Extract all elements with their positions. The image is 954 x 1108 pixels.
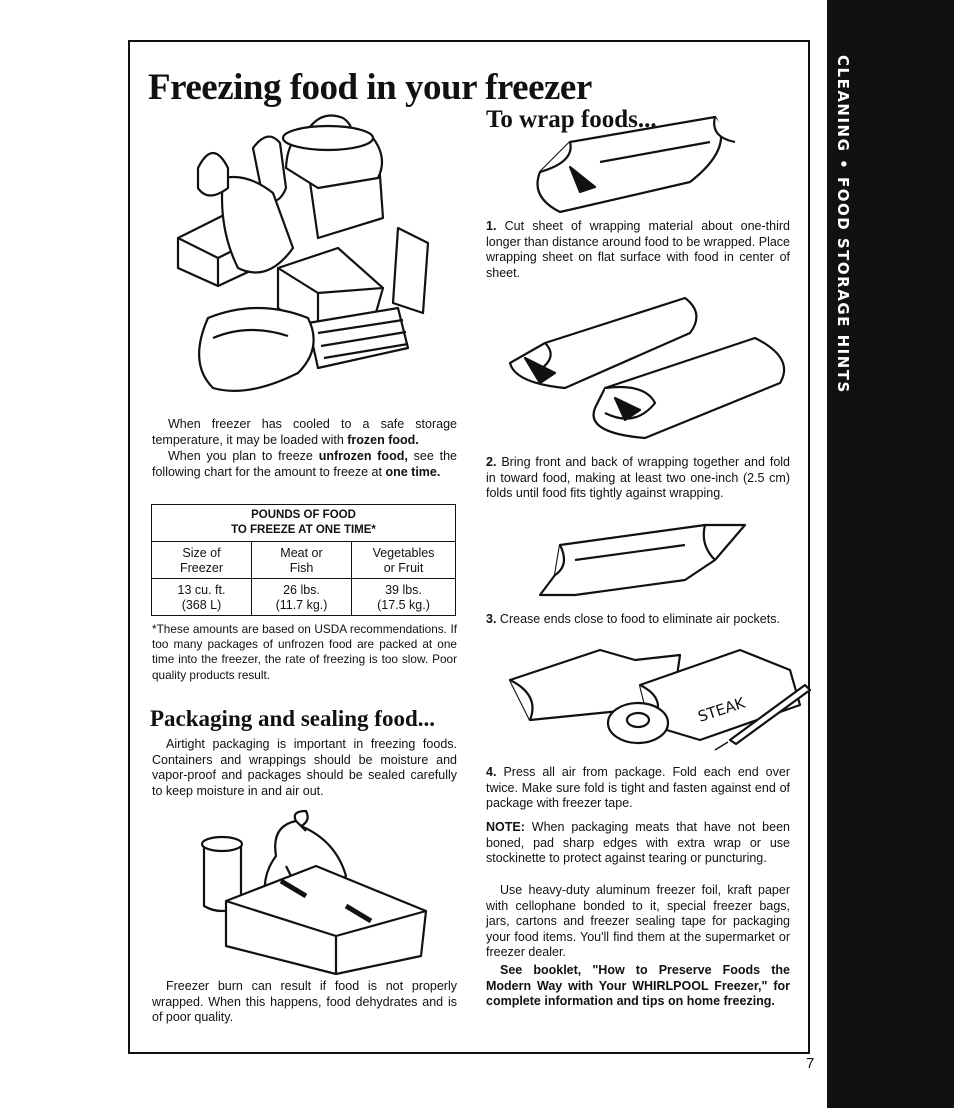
step-3-text: Crease ends close to food to eliminate a… [499, 612, 780, 626]
intro-paragraph-1: When freezer has cooled to a safe storag… [152, 417, 457, 448]
side-tab [827, 0, 954, 1108]
freeze-amount-table: POUNDS OF FOOD TO FREEZE AT ONE TIME* Si… [151, 504, 456, 616]
wrap-heading: To wrap foods... [486, 106, 657, 133]
packaging-heading: Packaging and sealing food... [150, 706, 435, 731]
cell-meat: 26 lbs.(11.7 kg.) [251, 578, 352, 616]
wrap-step-1: 1. Cut sheet of wrapping material about … [486, 219, 790, 281]
intro-text-2a: When you plan to freeze [168, 449, 319, 463]
unfrozen-food-bold: unfrozen food, [318, 449, 408, 463]
table-heading: POUNDS OF FOOD TO FREEZE AT ONE TIME* [151, 504, 456, 542]
wrap-step-4: 4. Press all air from package. Fold each… [486, 765, 790, 812]
step-1-number: 1. [486, 219, 497, 233]
table-heading-line-1: POUNDS OF FOOD [251, 509, 356, 521]
page-number: 7 [806, 1055, 815, 1072]
wrap-step-3: 3. Crease ends close to food to eliminat… [486, 612, 790, 628]
frozen-food-bold: frozen food. [347, 432, 419, 447]
frozen-food-pile-illustration [176, 114, 430, 392]
page-frame [128, 40, 810, 1054]
intro-text-1: When freezer has cooled to a safe storag… [152, 417, 457, 447]
wrap-step-3-illustration [538, 523, 747, 597]
table-header-row: POUNDS OF FOOD TO FREEZE AT ONE TIME* [151, 504, 456, 542]
chart-footnote: *These amounts are based on USDA recomme… [152, 622, 457, 682]
step-4-number: 4. [486, 765, 497, 779]
booklet-paragraph: See booklet, "How to Preserve Foods the … [486, 963, 790, 1009]
note-paragraph: NOTE: When packaging meats that have not… [486, 820, 790, 867]
step-1-text: Cut sheet of wrapping material about one… [486, 219, 790, 280]
step-2-number: 2. [486, 455, 497, 469]
wrap-step-2-illustration [508, 296, 786, 440]
step-4-text: Press all air from package. Fold each en… [486, 765, 790, 811]
freezer-burn-paragraph: Freezer burn can result if food is not p… [152, 979, 457, 1025]
intro-paragraph-2: When you plan to freeze unfrozen food, s… [152, 449, 457, 480]
side-tab-label: CLEANING • FOOD STORAGE HINTS [834, 55, 852, 394]
page-title: Freezing food in your freezer [148, 67, 592, 108]
one-time-bold: one time. [385, 464, 441, 479]
step-2-text: Bring front and back of wrapping togethe… [486, 455, 790, 501]
cell-vegetables: 39 lbs.(17.5 kg.) [351, 578, 456, 616]
wrap-step-4-illustration: STEAK [508, 648, 812, 751]
intro-text-2b: see the following chart for the amount t… [152, 449, 457, 479]
wrap-step-1-illustration [536, 115, 736, 214]
materials-paragraph: Use heavy-duty aluminum freezer foil, kr… [486, 883, 790, 960]
table-row: 13 cu. ft.(368 L) 26 lbs.(11.7 kg.) 39 l… [151, 578, 456, 616]
note-text: When packaging meats that have not been … [486, 820, 790, 866]
wrap-step-2: 2. Bring front and back of wrapping toge… [486, 455, 790, 502]
packaging-containers-illustration [200, 809, 428, 976]
note-label: NOTE: [486, 820, 525, 834]
step-3-number: 3. [486, 612, 497, 626]
table-heading-line-2: TO FREEZE AT ONE TIME* [231, 524, 376, 536]
packaging-paragraph: Airtight packaging is important in freez… [152, 737, 457, 798]
cell-size: 13 cu. ft.(368 L) [151, 578, 252, 616]
